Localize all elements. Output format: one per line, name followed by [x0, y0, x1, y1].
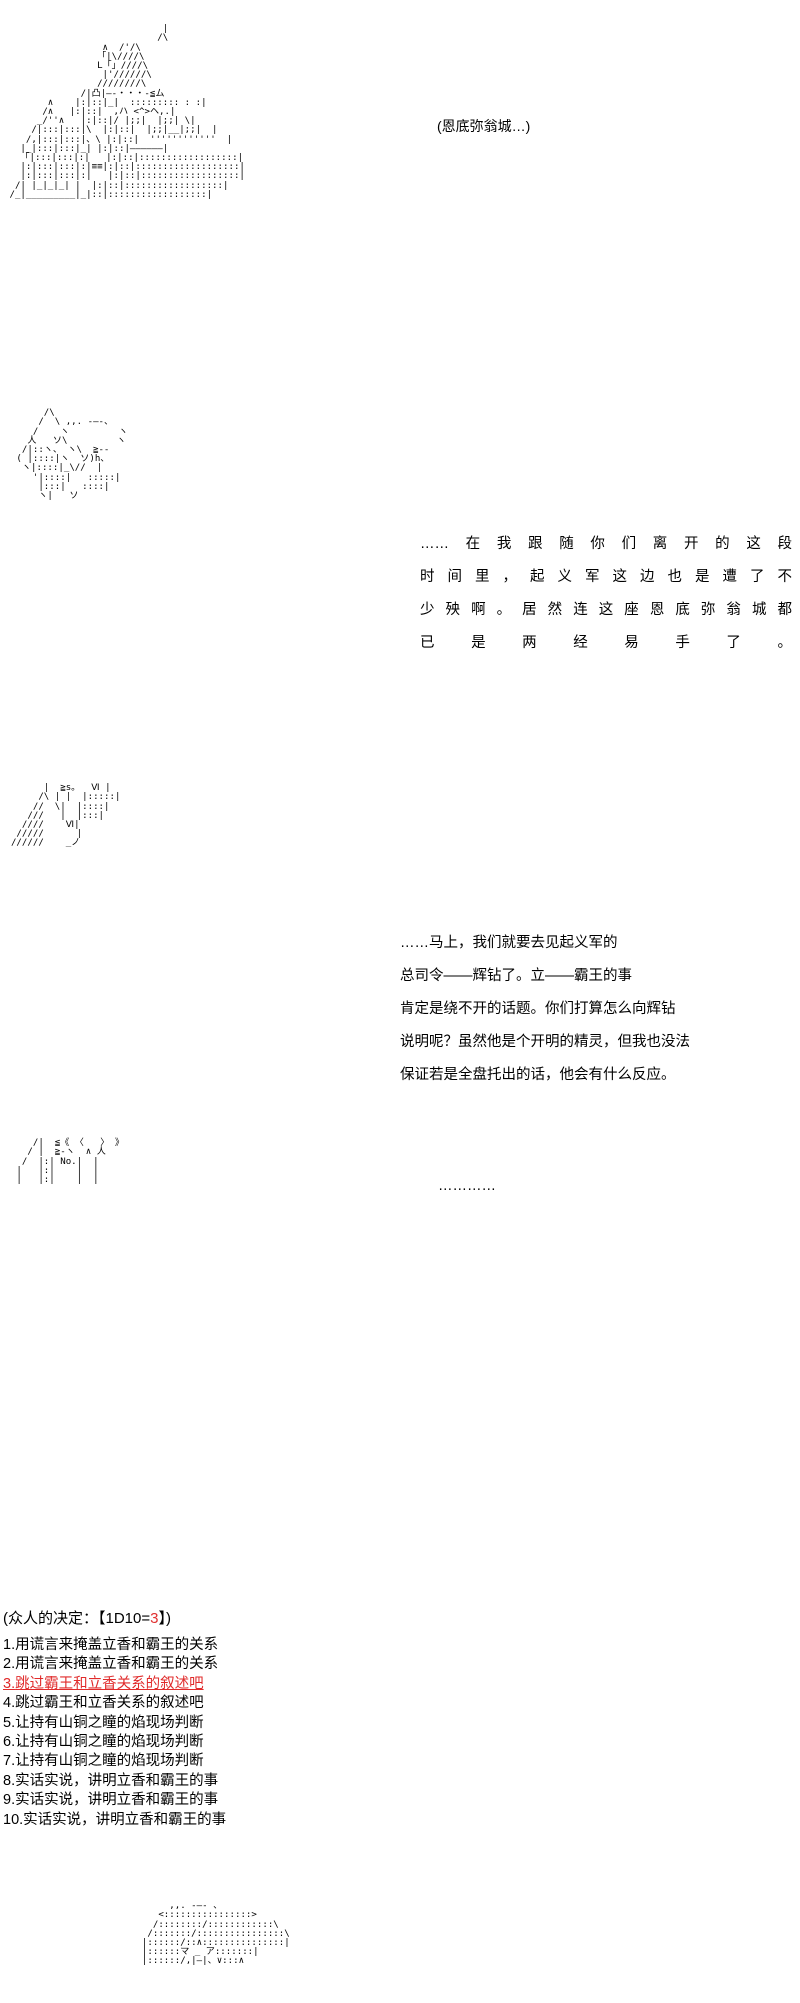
choice-text: 用谎言来掩盖立香和霸王的关系	[15, 1637, 219, 1653]
panel-bottom: ,,. -―- 、 <::::::::::::::::> /::::::::/:…	[0, 1893, 800, 2003]
choice-text: 实话实说，讲明立香和霸王的事	[15, 1772, 219, 1789]
choice-number: 8.	[3, 1772, 16, 1789]
choice-text: 让持有山铜之瞳的焰现场判断	[15, 1753, 204, 1770]
dialogue-a-line-4: 已是两经易手了。	[420, 635, 792, 651]
choice-number: 10.	[3, 1811, 24, 1828]
choice-item[interactable]: 3.跳过霸王和立香关系的叙述吧	[3, 1675, 503, 1694]
character-b-ascii-art: | ≧s。 Ⅵ | /\ | | |:::::| // \| |::::| //…	[10, 783, 121, 849]
panel-character-c: /| ≦《 〈 〉 》 / | ≧-ヽ ∧ 人 / |:| No.| | | |…	[0, 1130, 800, 1320]
dialogue-a-line-3: 少殃啊。居然连这座恩底弥翁城都	[420, 602, 792, 618]
choice-item[interactable]: 6.让持有山铜之瞳的焰现场判断	[3, 1733, 503, 1752]
choice-number: 6.	[3, 1734, 16, 1751]
choice-number: 2.	[3, 1656, 16, 1673]
dialogue-a-line-2: 时间里，起义军这边也是遭了不	[420, 569, 792, 585]
choice-item[interactable]: 8.实话实说，讲明立香和霸王的事	[3, 1772, 503, 1791]
choice-text: 跳过霸王和立香关系的叙述吧	[15, 1695, 204, 1712]
decision-header: (众人的决定：【1D10=3】)	[3, 1608, 503, 1630]
choice-text: 让持有山铜之瞳的焰现场判断	[15, 1714, 204, 1731]
choice-text: 跳过霸王和立香关系的叙述吧	[15, 1675, 204, 1692]
bottom-ascii-art: ,,. -―- 、 <::::::::::::::::> /::::::::/:…	[141, 1901, 290, 1967]
dialogue-b-line-4: 说明呢？虽然他是个开明的精灵，但我也没法	[400, 1034, 690, 1050]
choice-number: 9.	[3, 1792, 16, 1809]
panel-character-a: /\ / \ ,,. -―-、 / ヽ ヽ 人 ソ\ ヽ /|::ヽ、 ヽ\ ≧…	[0, 400, 800, 770]
panel-character-b: | ≧s。 Ⅵ | /\ | | |:::::| // \| |::::| //…	[0, 775, 800, 1145]
panel-castle: | /\ ∧ /'/\ 「|\////\ L「」////\ |'//////\ …	[0, 16, 800, 396]
choice-text: 实话实说，讲明立香和霸王的事	[23, 1811, 227, 1828]
dialogue-a: ……在我跟随你们离开的这段 时间里，起义军这边也是遭了不 少殃啊。居然连这座恩底…	[420, 528, 792, 660]
choice-item[interactable]: 9.实话实说，讲明立香和霸王的事	[3, 1791, 503, 1810]
choice-text: 实话实说，讲明立香和霸王的事	[15, 1792, 219, 1809]
dialogue-b-line-1: ……马上，我们就要去见起义军的	[400, 935, 618, 951]
choice-text: 用谎言来掩盖立香和霸王的关系	[15, 1656, 219, 1673]
choice-item[interactable]: 4.跳过霸王和立香关系的叙述吧	[3, 1694, 503, 1713]
choice-item[interactable]: 1.用谎言来掩盖立香和霸王的关系	[3, 1636, 503, 1655]
castle-caption: (恩底弥翁城…)	[437, 118, 531, 134]
choice-number: 1.	[3, 1637, 16, 1653]
decision-label-suffix: 】)	[158, 1610, 171, 1627]
dialogue-b-line-2: 总司令――辉钻了。立――霸王的事	[400, 968, 632, 984]
character-a-ascii-art: /\ / \ ,,. -―-、 / ヽ ヽ 人 ソ\ ヽ /|::ヽ、 ヽ\ ≧…	[16, 408, 128, 501]
choice-number: 4.	[3, 1695, 16, 1712]
choice-number: 7.	[3, 1753, 16, 1770]
choice-item[interactable]: 2.用谎言来掩盖立香和霸王的关系	[3, 1655, 503, 1674]
decision-roll-value: 3	[150, 1610, 159, 1627]
castle-ascii-art: | /\ ∧ /'/\ 「|\////\ L「」////\ |'//////\ …	[9, 24, 245, 200]
choice-item[interactable]: 5.让持有山铜之瞳的焰现场判断	[3, 1714, 503, 1733]
character-c-ascii-art: /| ≦《 〈 〉 》 / | ≧-ヽ ∧ 人 / |:| No.| | | |…	[16, 1138, 124, 1185]
choice-item[interactable]: 10.实话实说，讲明立香和霸王的事	[3, 1811, 503, 1830]
choice-number: 3.	[3, 1675, 16, 1692]
dialogue-b: ……马上，我们就要去见起义军的 总司令――辉钻了。立――霸王的事 肯定是绕不开的…	[400, 927, 792, 1092]
choice-item[interactable]: 7.让持有山铜之瞳的焰现场判断	[3, 1752, 503, 1771]
decision-label-prefix: (众人的决定：【1D10=	[3, 1610, 151, 1627]
choice-text: 让持有山铜之瞳的焰现场判断	[15, 1734, 204, 1751]
dialogue-b-line-5: 保证若是全盘托出的话，他会有什么反应。	[400, 1067, 676, 1083]
dialogue-b-line-3: 肯定是绕不开的话题。你们打算怎么向辉钻	[400, 1001, 676, 1017]
choice-number: 5.	[3, 1714, 16, 1731]
dialogue-c: …………	[438, 1178, 496, 1194]
dialogue-a-line-1: ……在我跟随你们离开的这段	[420, 536, 792, 552]
